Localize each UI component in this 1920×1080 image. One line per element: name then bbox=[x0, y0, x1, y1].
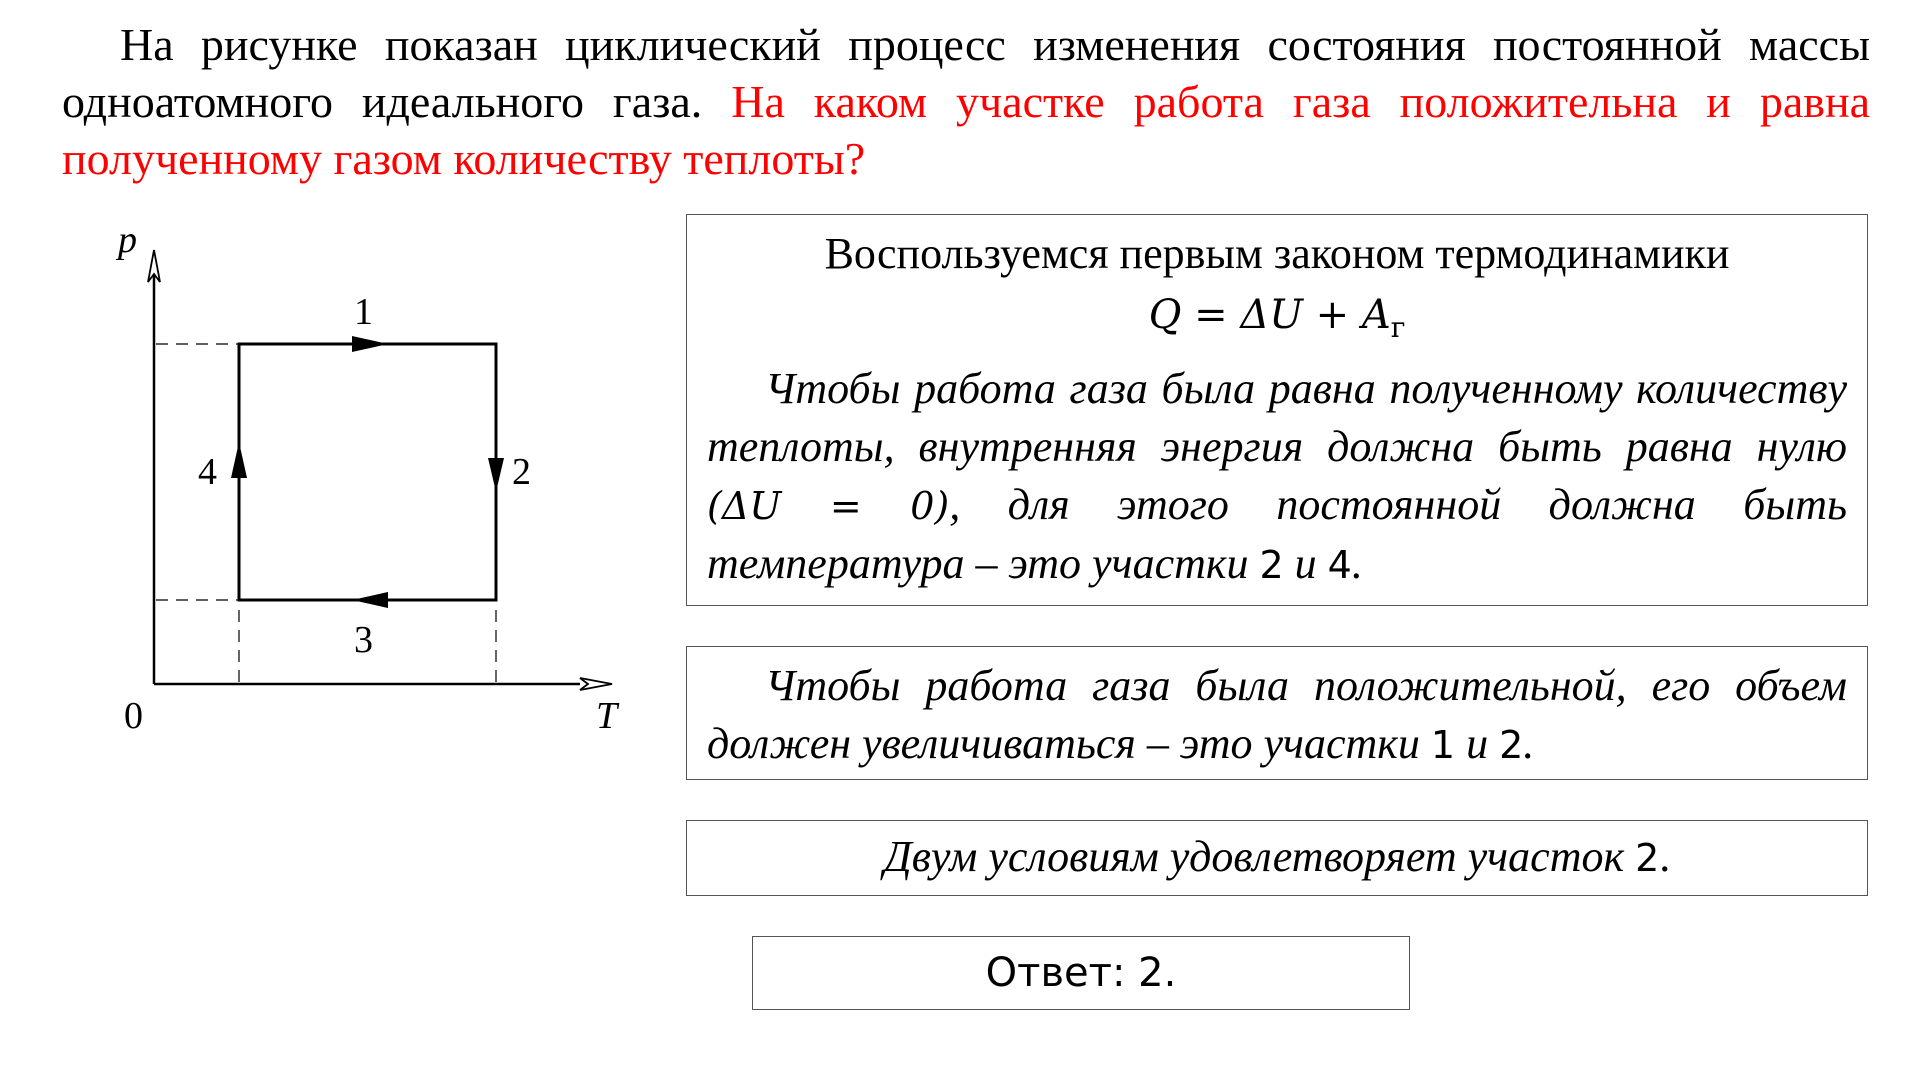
x-axis-label: T bbox=[596, 695, 620, 737]
positive-work-and: и bbox=[1455, 719, 1500, 768]
segment-number-4: 4 bbox=[1327, 543, 1352, 587]
formula-a: A bbox=[1361, 292, 1391, 338]
explanation-and: и bbox=[1283, 539, 1328, 588]
x-axis-arrow-icon bbox=[579, 677, 613, 691]
formula-equals: = bbox=[1181, 292, 1241, 338]
conclusion-text: Двум условиям удовлетворяет участок bbox=[883, 832, 1636, 881]
formula-plus: + bbox=[1302, 292, 1362, 338]
segment-2-label: 2 bbox=[512, 451, 531, 493]
first-law-explanation: Чтобы работа газа была равна полученному… bbox=[707, 360, 1847, 594]
segment-1-label: 1 bbox=[354, 291, 373, 333]
formula-delta-u: ΔU bbox=[1240, 292, 1303, 338]
positive-work-box: Чтобы работа газа была положительной, ег… bbox=[686, 646, 1868, 780]
first-law-box: Воспользуемся первым законом термодинами… bbox=[686, 214, 1868, 606]
explanation-part-b: , для этого постоянной должна быть темпе… bbox=[707, 480, 1847, 588]
positive-work-part-a: Чтобы работа газа была положительной, ег… bbox=[707, 661, 1847, 768]
answer-value: 2. bbox=[1138, 950, 1177, 996]
dashed-guides bbox=[156, 343, 497, 684]
first-law-heading: Воспользуемся первым законом термодинами… bbox=[824, 229, 1730, 278]
positive-work-dot: . bbox=[1523, 719, 1535, 768]
answer-box: Ответ: 2. bbox=[752, 936, 1410, 1010]
cycle-path bbox=[237, 342, 498, 602]
arrow-segment-3-icon bbox=[352, 592, 388, 608]
first-law-formula: Q = ΔU + Aг bbox=[707, 283, 1847, 360]
y-axis-arrow-icon bbox=[147, 249, 161, 283]
axes bbox=[152, 258, 580, 686]
conclusion-dot: . bbox=[1659, 832, 1671, 881]
segment-number-2: 2 bbox=[1259, 543, 1284, 587]
problem-text: На рисунке показан циклический процесс и… bbox=[62, 19, 1870, 127]
segment-number-2b: 2 bbox=[1499, 723, 1524, 767]
pt-diagram: p T 0 1 2 3 4 bbox=[115, 220, 620, 737]
conclusion-number: 2 bbox=[1635, 836, 1660, 880]
segment-3-label: 3 bbox=[354, 619, 373, 661]
arrow-segment-4-icon bbox=[231, 442, 247, 478]
arrow-segment-1-icon bbox=[352, 336, 388, 352]
segment-4-label: 4 bbox=[198, 451, 217, 493]
problem-question: На каком участке работа газа положительн… bbox=[62, 76, 1870, 184]
formula-a-subscript: г bbox=[1390, 311, 1406, 344]
formula-q: Q bbox=[1148, 292, 1182, 338]
conclusion-box: Двум условиям удовлетворяет участок 2. bbox=[686, 820, 1868, 896]
arrow-segment-2-icon bbox=[488, 458, 504, 492]
explanation-part-a: Чтобы работа газа была равна полученному… bbox=[707, 364, 1847, 471]
explanation-math: (ΔU = 0) bbox=[707, 484, 950, 528]
origin-label: 0 bbox=[124, 695, 143, 737]
answer-label: Ответ: bbox=[985, 950, 1139, 996]
problem-statement: На рисунке показан циклический процесс и… bbox=[62, 16, 1870, 187]
explanation-dot: . bbox=[1351, 539, 1363, 588]
segment-number-1: 1 bbox=[1430, 723, 1456, 767]
y-axis-label: p bbox=[115, 220, 137, 261]
positive-work-text: Чтобы работа газа была положительной, ег… bbox=[707, 657, 1847, 774]
